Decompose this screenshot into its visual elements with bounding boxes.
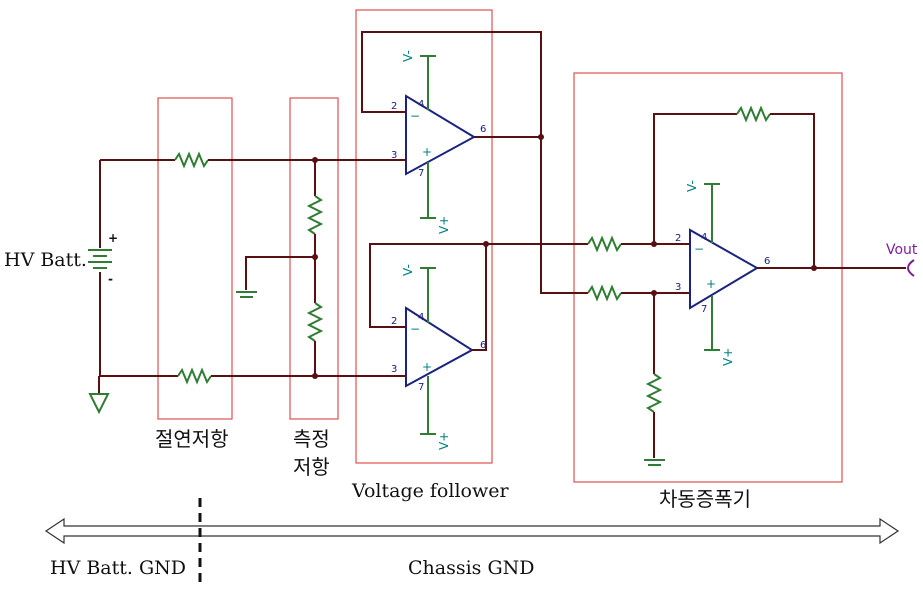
vout-label: Vout (886, 242, 918, 258)
hv-gnd-label: HV Batt. GND (50, 557, 186, 579)
junction-dot (651, 241, 657, 247)
junction-dot (312, 373, 318, 379)
svg-text:4: 4 (418, 312, 424, 323)
diff-input-resistor-bottom (587, 284, 622, 302)
svg-text:7: 7 (418, 168, 424, 179)
vout-terminal-icon (907, 259, 915, 277)
hv-battery: + - (88, 160, 118, 376)
svg-text:7: 7 (418, 382, 424, 393)
svg-text:−: − (694, 242, 704, 256)
junction-dot (312, 157, 318, 163)
chassis-gnd-label: Chassis GND (408, 557, 535, 579)
svg-text:+: + (706, 277, 716, 291)
insulation-resistance-label: 절연저항 (155, 427, 229, 451)
measure-resistor-bottom (306, 302, 324, 342)
svg-text:V-: V- (401, 50, 415, 62)
svg-text:6: 6 (764, 256, 770, 267)
svg-text:3: 3 (675, 282, 681, 293)
junction-dot (483, 241, 489, 247)
junction-dot (651, 290, 657, 296)
svg-text:−: − (410, 109, 420, 123)
insulation-resistor-bottom (177, 367, 212, 385)
svg-text:3: 3 (391, 364, 397, 375)
svg-text:2: 2 (675, 233, 681, 244)
svg-text:V-: V- (685, 180, 699, 192)
svg-text:V+: V+ (437, 216, 451, 234)
opamp-follower-top: 2 3 6 4 7 − + V- V+ (391, 50, 486, 234)
svg-text:4: 4 (418, 99, 424, 110)
svg-text:3: 3 (391, 150, 397, 161)
svg-text:6: 6 (480, 340, 486, 351)
voltage-follower-label: Voltage follower (351, 480, 509, 502)
svg-text:−: − (410, 322, 420, 336)
ground-domain-arrow (44, 517, 900, 545)
insulation-resistor-top (174, 151, 209, 169)
svg-text:4: 4 (701, 232, 707, 243)
svg-text:V-: V- (401, 264, 415, 276)
battery-minus-sign: - (108, 272, 113, 286)
measure-resistance-box (289, 97, 339, 420)
measure-resistance-label-line1: 측정 (293, 427, 330, 451)
diff-input-resistor-top (587, 235, 622, 253)
junction-dot (312, 254, 318, 260)
svg-text:V+: V+ (721, 348, 735, 366)
svg-text:7: 7 (701, 304, 707, 315)
midpoint-ground-symbol (236, 291, 257, 298)
svg-text:6: 6 (480, 124, 486, 135)
diff-ground-resistor (645, 373, 663, 413)
junction-dot (538, 134, 544, 140)
voltage-follower-box (355, 9, 493, 464)
svg-text:+: + (422, 145, 432, 159)
measure-resistance-label-line2: 저항 (293, 455, 330, 479)
svg-text:2: 2 (391, 101, 397, 112)
battery-plus-sign: + (108, 231, 118, 245)
diff-feedback-resistor (736, 105, 771, 123)
measure-resistor-top (306, 195, 324, 235)
opamp-follower-bottom: 2 3 6 4 7 − + V- V+ (391, 264, 486, 450)
diff-amp-label: 차동증폭기 (659, 487, 751, 511)
junction-dot (811, 265, 817, 271)
svg-text:V+: V+ (437, 432, 451, 450)
battery-label: HV Batt. (4, 249, 87, 271)
hv-ground-symbol (88, 376, 110, 415)
insulation-resistance-box (157, 97, 233, 420)
diff-ground-symbol (644, 459, 665, 466)
diff-amp-box (573, 72, 843, 483)
svg-text:+: + (422, 360, 432, 374)
svg-text:2: 2 (391, 316, 397, 327)
opamp-differential: 2 3 6 4 7 − + V- V+ (675, 180, 770, 366)
